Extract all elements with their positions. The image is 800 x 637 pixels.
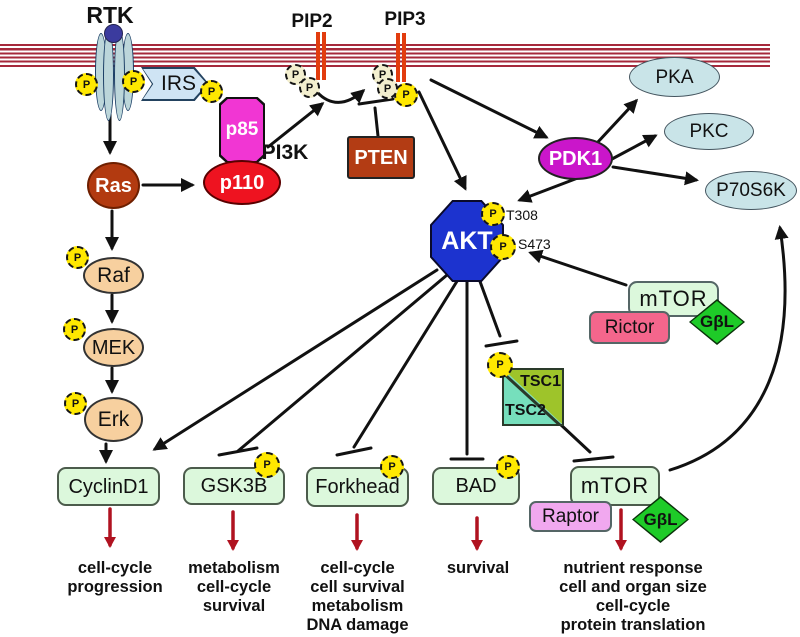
node-raf: Raf: [83, 257, 144, 294]
pip2-lipid-bar: [316, 32, 320, 80]
rtk-label: RTK: [86, 2, 134, 28]
node-tsc-complex: TSC1 TSC2: [502, 368, 564, 426]
tbar-pten-stem: [373, 106, 380, 138]
outcome-gsk3b: metabolism cell-cycle survival: [158, 559, 310, 616]
outcome-bad: survival: [402, 559, 554, 578]
arrow-pi3k-to-pip: [266, 102, 325, 149]
node-mek: MEK: [83, 328, 144, 367]
node-ras: Ras: [87, 162, 140, 209]
phospho-badge-raf: P: [66, 246, 89, 269]
phospho-badge-rtk-left: P: [75, 73, 98, 96]
tbar-tsc-mtor-stem: [558, 422, 592, 454]
node-pdk1: PDK1: [538, 137, 613, 180]
irs-label: IRS: [143, 69, 207, 99]
phospho-badge-mek: P: [63, 318, 86, 341]
outcome-line: cell-cycle: [77, 559, 153, 577]
node-erk: Erk: [84, 397, 143, 442]
arrow-pip3-to-akt: [417, 90, 467, 191]
node-mtorc1: mTOR: [570, 466, 660, 506]
outcome-forkhead: cell-cycle cell survival metabolism DNA …: [280, 559, 435, 635]
outcome-line: survival: [446, 559, 510, 577]
pip3-lipid-bar: [396, 33, 400, 82]
node-raptor: Raptor: [529, 501, 612, 532]
tsc1-label: TSC1: [520, 373, 561, 390]
outcome-line: survival: [202, 597, 266, 615]
tbar-akt-gsk3b-cap: [217, 446, 259, 457]
phospho-badge-irs: P: [200, 80, 223, 103]
node-irs: IRS: [141, 67, 209, 101]
phospho-badge-gsk3b: P: [254, 452, 280, 478]
outcome-line: metabolism: [188, 559, 280, 577]
node-pkc: PKC: [664, 113, 754, 150]
arrow-pdk1-to-pkc: [610, 134, 658, 161]
outcome-line: nutrient response: [563, 559, 703, 577]
node-pten: PTEN: [347, 136, 415, 179]
arrow-pdk1-to-akt-t308: [517, 174, 585, 203]
arrow-mtorc2-to-akt-s473: [528, 249, 628, 287]
arrow-pdk1-to-p70s6k: [611, 165, 699, 186]
phospho-badge-akt-s473: P: [490, 234, 516, 260]
tbar-pten-cap: [357, 97, 395, 106]
tbar-akt-forkhead-cap: [335, 446, 373, 457]
p85-label: p85: [221, 99, 263, 161]
tbar-tsc-mtor-cap: [572, 455, 615, 463]
pip2-label: PIP2: [291, 11, 333, 32]
arrow-pip2-to-pip3: [315, 89, 366, 104]
pip3-lipid-bar: [402, 33, 406, 82]
outcome-cyclind1: cell-cycle progression: [35, 559, 195, 597]
phospho-badge-rtk-right: P: [122, 70, 145, 93]
pip2-lipid-bar: [322, 32, 326, 80]
phospho-badge-bad: P: [496, 455, 520, 479]
tbar-akt-tsc-cap: [484, 339, 519, 348]
outcome-line: cell-cycle: [196, 578, 272, 596]
node-pka: PKA: [629, 57, 720, 97]
phospho-badge-akt-t308: P: [481, 202, 505, 226]
node-p70s6k: P70S6K: [705, 171, 797, 210]
pip3-label: PIP3: [384, 9, 426, 30]
node-p110: p110: [203, 160, 281, 205]
tsc2-label: TSC2: [505, 402, 546, 419]
tbar-akt-gsk3b-stem: [236, 273, 449, 453]
outcome-line: cell survival: [310, 578, 405, 596]
tbar-akt-forkhead-stem: [352, 276, 461, 449]
outcome-line: cell-cycle: [595, 597, 671, 615]
outcome-line: metabolism: [311, 597, 404, 615]
pi3k-label: PI3K: [261, 141, 309, 164]
phospho-badge-tsc: P: [487, 352, 513, 378]
outcome-line: DNA damage: [306, 616, 409, 634]
outcome-line: protein translation: [560, 616, 706, 634]
phospho-badge-pip2-b: P: [299, 77, 320, 98]
phospho-badge-pip3-b: P: [377, 78, 398, 99]
tbar-akt-tsc-stem: [476, 274, 502, 338]
outcome-mtor: nutrient response cell and organ size ce…: [533, 559, 733, 635]
arrow-pdk1-to-pka: [595, 98, 639, 145]
outcome-line: cell-cycle: [320, 559, 395, 577]
outcome-line: cell and organ size: [559, 578, 707, 596]
arrow-mtorc1-to-p70s6k: [668, 225, 789, 472]
akt-site-s473: S473: [518, 236, 551, 252]
node-p85: p85: [219, 97, 265, 163]
akt-site-t308: T308: [506, 207, 538, 223]
phospho-badge-forkhead: P: [380, 455, 404, 479]
arrow-pip3-to-pdk1: [429, 78, 549, 139]
node-cyclind1: CyclinD1: [57, 467, 160, 506]
outcome-line: progression: [67, 578, 163, 596]
phospho-badge-erk: P: [64, 392, 87, 415]
node-rictor: Rictor: [589, 311, 670, 344]
rtk-ligand-ball: [104, 24, 123, 43]
arrow-akt-to-cyclind1: [152, 268, 439, 451]
